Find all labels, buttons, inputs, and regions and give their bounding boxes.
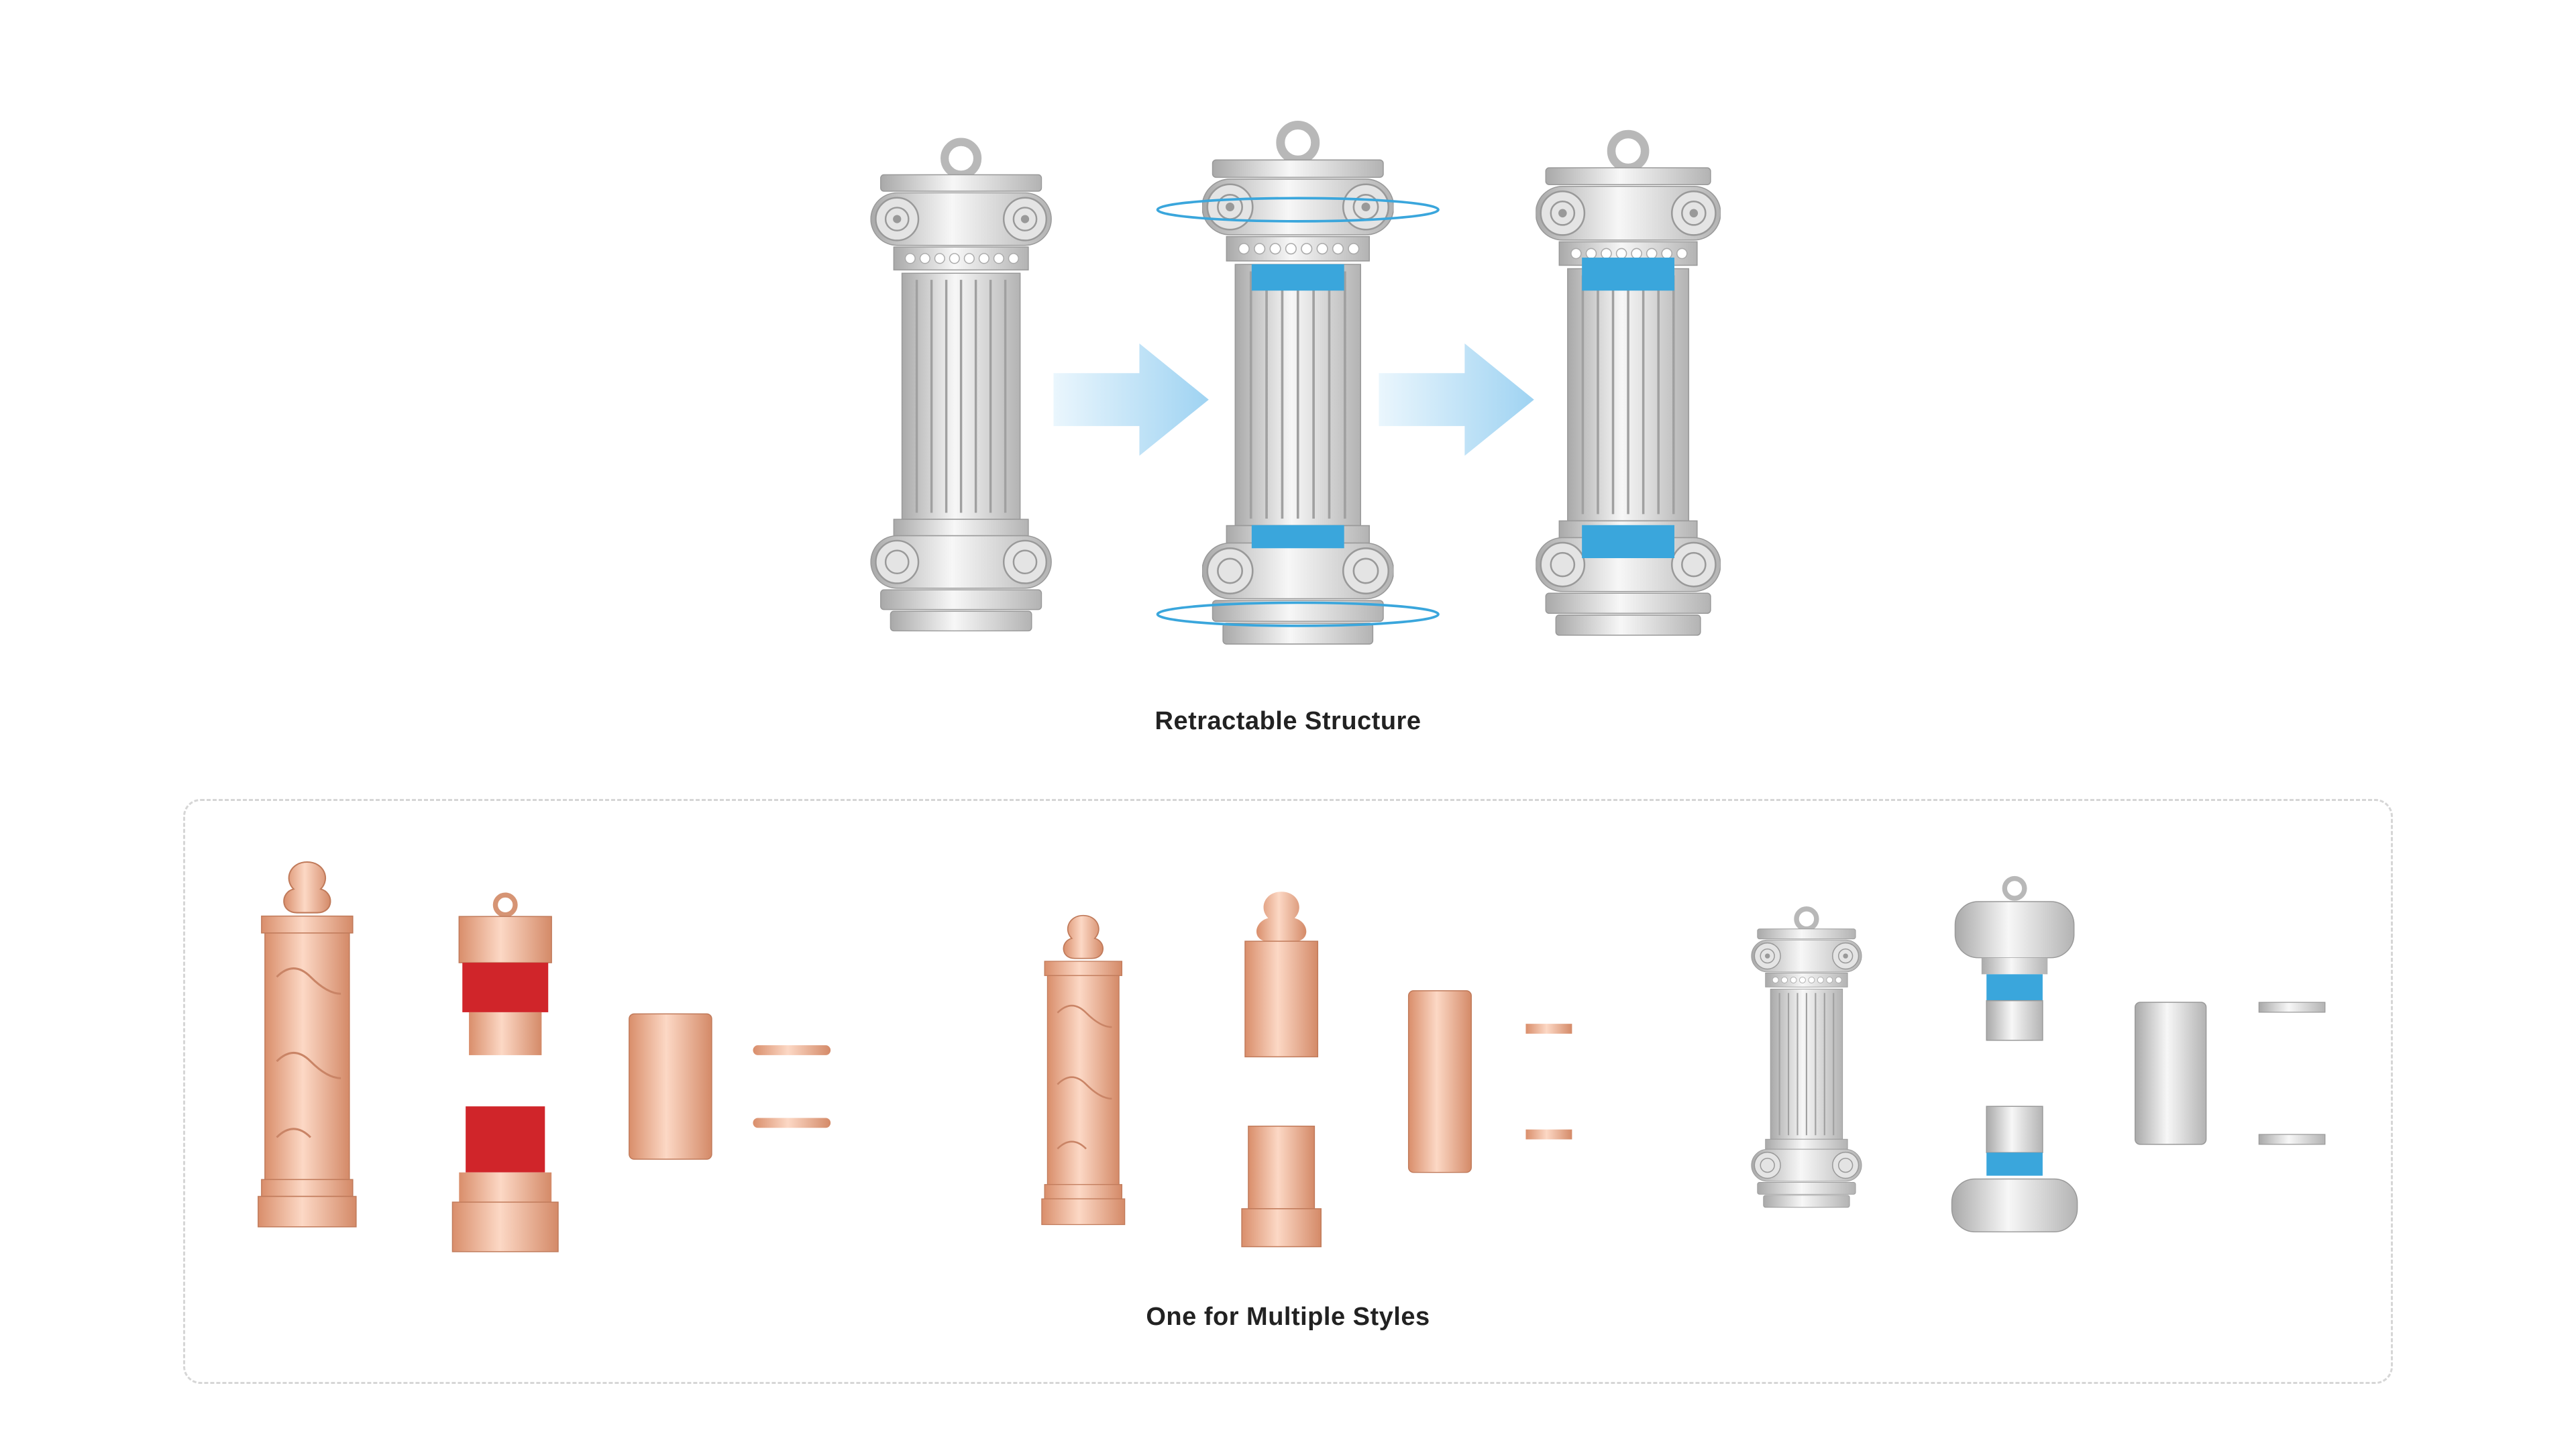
lower-part xyxy=(1951,1106,2078,1233)
rotate-arrow-icon xyxy=(1156,197,1440,223)
enamel-band-bottom xyxy=(1582,525,1674,558)
rotate-arrow-icon xyxy=(1156,601,1440,627)
upper-part xyxy=(458,892,552,1055)
style-silver-blue xyxy=(1752,875,2326,1233)
style-rose-red xyxy=(257,861,831,1252)
column-closed xyxy=(871,142,1051,631)
retractable-section xyxy=(871,125,1721,644)
pin xyxy=(753,1045,831,1055)
lower-part xyxy=(1241,1126,1322,1248)
enamel-band-top xyxy=(1582,258,1674,291)
upper-part xyxy=(1954,875,2075,1041)
pin xyxy=(753,1118,831,1128)
upper-part xyxy=(1244,892,1319,1058)
inner-tube xyxy=(1407,990,1472,1173)
style-rose xyxy=(1040,892,1572,1248)
assembled-pendant xyxy=(257,861,358,1228)
pin xyxy=(2258,1134,2326,1145)
pin xyxy=(2258,1002,2326,1013)
lower-part xyxy=(451,1106,559,1252)
retractable-structure-caption: Retractable Structure xyxy=(1155,707,1421,735)
enamel-band-top xyxy=(1251,264,1344,291)
pin xyxy=(1525,1129,1572,1140)
pin xyxy=(1525,1024,1572,1034)
styles-panel xyxy=(183,799,2393,1384)
enamel-band-bottom xyxy=(1251,525,1344,549)
column-twisting xyxy=(1156,125,1440,644)
assembled-pendant xyxy=(1752,909,1862,1208)
arrow-right-icon xyxy=(1379,343,1534,456)
multiple-styles-caption: One for Multiple Styles xyxy=(1146,1303,1430,1331)
column-extended xyxy=(1536,134,1721,635)
assembled-pendant xyxy=(1040,914,1126,1226)
inner-tube xyxy=(629,1013,712,1160)
inner-tube xyxy=(2135,1002,2207,1145)
arrow-right-icon xyxy=(1053,343,1209,456)
